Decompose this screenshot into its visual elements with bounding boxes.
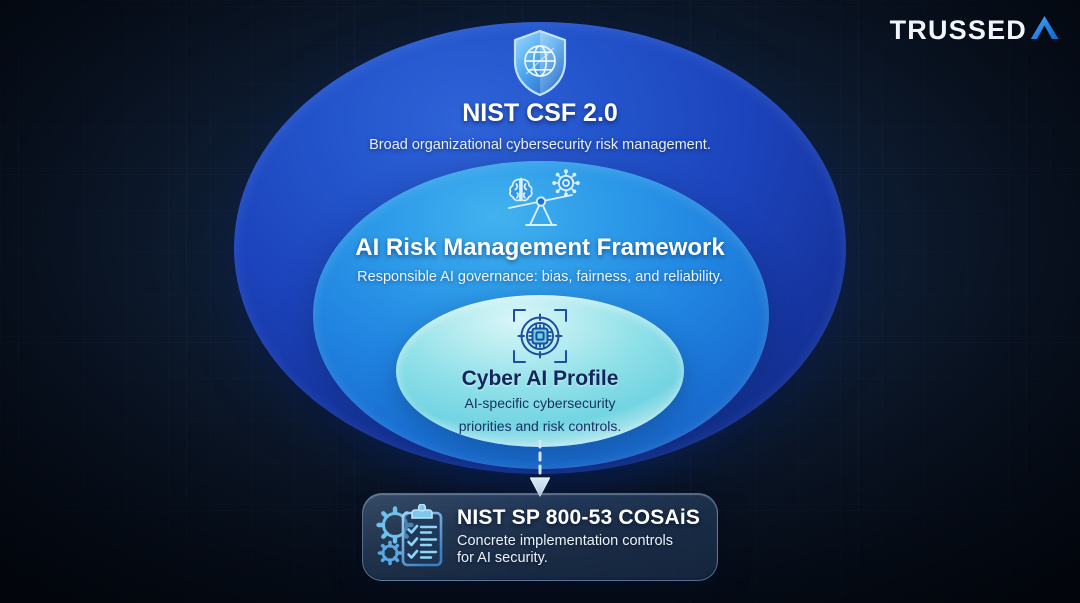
brand-logo-wordmark: TRUSSED [889,14,1027,45]
brand-logo[interactable]: TRUSSED [890,14,1060,46]
outcome-card-text: NIST SP 800-53 COSAiS Concrete implement… [457,506,703,568]
outcome-card-title: NIST SP 800-53 COSAiS [457,506,701,530]
clipboard-checklist-gears-icon [375,503,445,570]
outcome-card-subtitle-line2: for AI security. [457,550,548,567]
outcome-card-subtitle-line1: Concrete implementation controls [457,532,673,549]
outcome-card-nist-sp-800-53[interactable]: NIST SP 800-53 COSAiS Concrete implement… [362,493,718,581]
layer-ellipse-cyber-ai-profile[interactable] [396,295,684,447]
triangle-ai-mark-icon [1030,14,1060,46]
